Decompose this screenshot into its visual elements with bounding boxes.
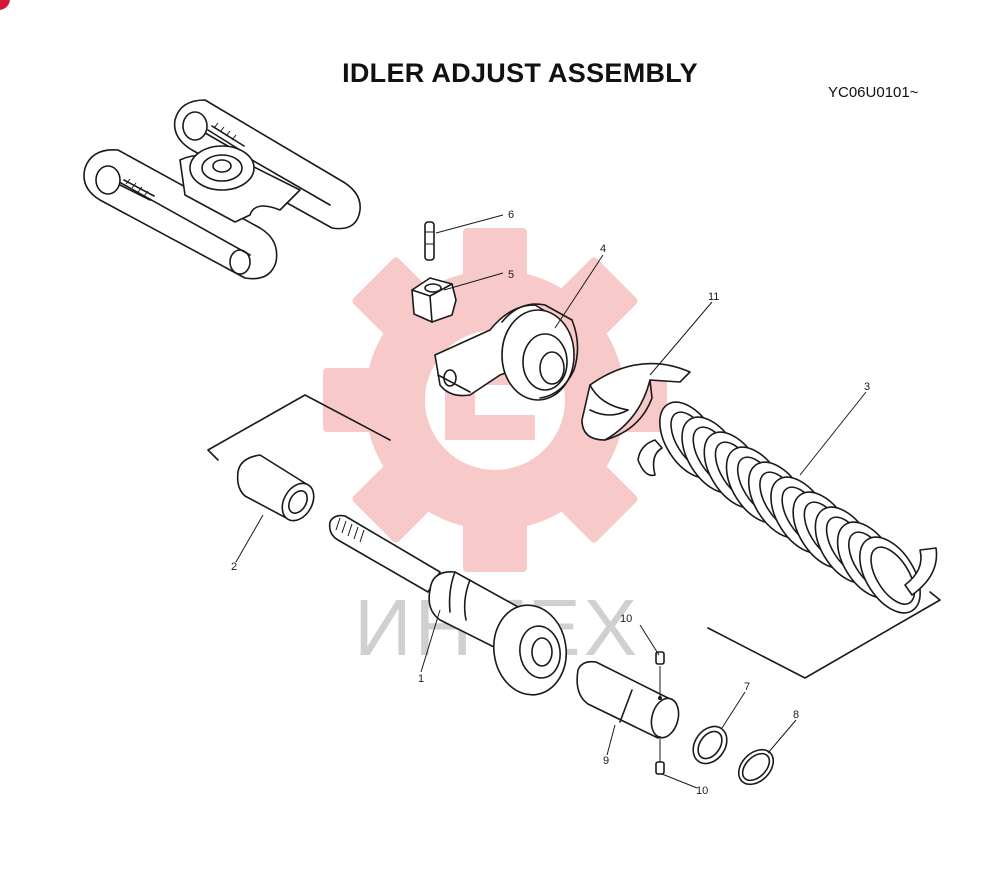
callout-3: 3 xyxy=(864,381,870,393)
part-9-piston xyxy=(576,660,680,739)
callout-4: 4 xyxy=(600,243,606,255)
part-2-bushing xyxy=(236,454,315,522)
diagram-title: IDLER ADJUST ASSEMBLY xyxy=(342,58,698,88)
callout-6: 6 xyxy=(508,209,514,221)
callout-10-top: 10 xyxy=(620,613,632,625)
part-11-spring-seat xyxy=(581,362,691,441)
callout-9: 9 xyxy=(603,755,609,767)
part-4-yoke-bracket xyxy=(434,303,579,401)
callout-2: 2 xyxy=(231,561,237,573)
callout-11: 11 xyxy=(708,291,719,303)
callout-1: 1 xyxy=(418,673,424,685)
callout-10-bottom: 10 xyxy=(696,785,708,797)
leader-lines xyxy=(235,214,867,789)
spring-coil-inner xyxy=(870,546,916,605)
part-6-spring-pin xyxy=(424,221,435,261)
part-10-grease-fitting-bottom xyxy=(655,761,665,775)
spring-coil xyxy=(859,536,921,614)
part-5-hex-nut xyxy=(411,277,457,323)
part-8-o-ring xyxy=(737,748,775,786)
part-3-coil-spring xyxy=(637,401,938,614)
assembly-guide-lines xyxy=(207,394,941,762)
corner-mark xyxy=(0,0,10,10)
callout-8: 8 xyxy=(793,709,799,721)
track-frame-thumbnail xyxy=(83,99,361,280)
part-10-grease-fitting-top xyxy=(655,651,665,665)
callout-5: 5 xyxy=(508,269,514,281)
part-7-snap-ring xyxy=(692,725,728,765)
callout-7: 7 xyxy=(744,681,750,693)
part-1-adjusting-rod xyxy=(328,514,567,696)
callout-labels: 1 2 3 4 5 6 7 8 9 10 10 11 xyxy=(231,209,870,797)
serial-number: YC06U0101~ xyxy=(828,84,919,101)
